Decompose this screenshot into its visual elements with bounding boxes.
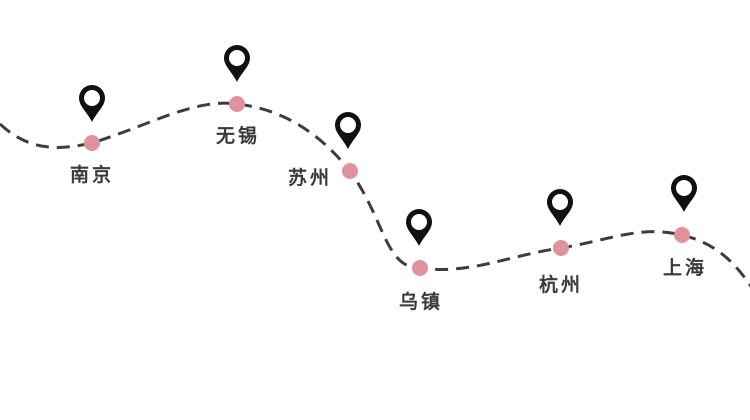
stop-label-wuxi: 无锡 (215, 125, 261, 147)
stop-label-shanghai: 上海 (662, 257, 708, 279)
map-pin-icon (547, 189, 573, 226)
stop-label-suzhou: 苏州 (287, 167, 333, 189)
stop-label-nanjing: 南京 (69, 164, 115, 186)
stop-dot (342, 163, 358, 179)
stop-dot (229, 96, 245, 112)
map-pin-icon (335, 112, 361, 149)
stop-dot (674, 227, 690, 243)
stop-dot (84, 135, 100, 151)
stop-label-hangzhou: 杭州 (538, 274, 584, 296)
map-pin-icon (224, 45, 250, 82)
map-pin-icon (79, 85, 105, 122)
route-path (0, 101, 750, 288)
map-pin-icon (406, 209, 432, 246)
map-pin-icon (671, 175, 697, 212)
stop-dot (553, 240, 569, 256)
stop-dot (412, 260, 428, 276)
stop-label-wuzhen: 乌镇 (398, 291, 444, 313)
